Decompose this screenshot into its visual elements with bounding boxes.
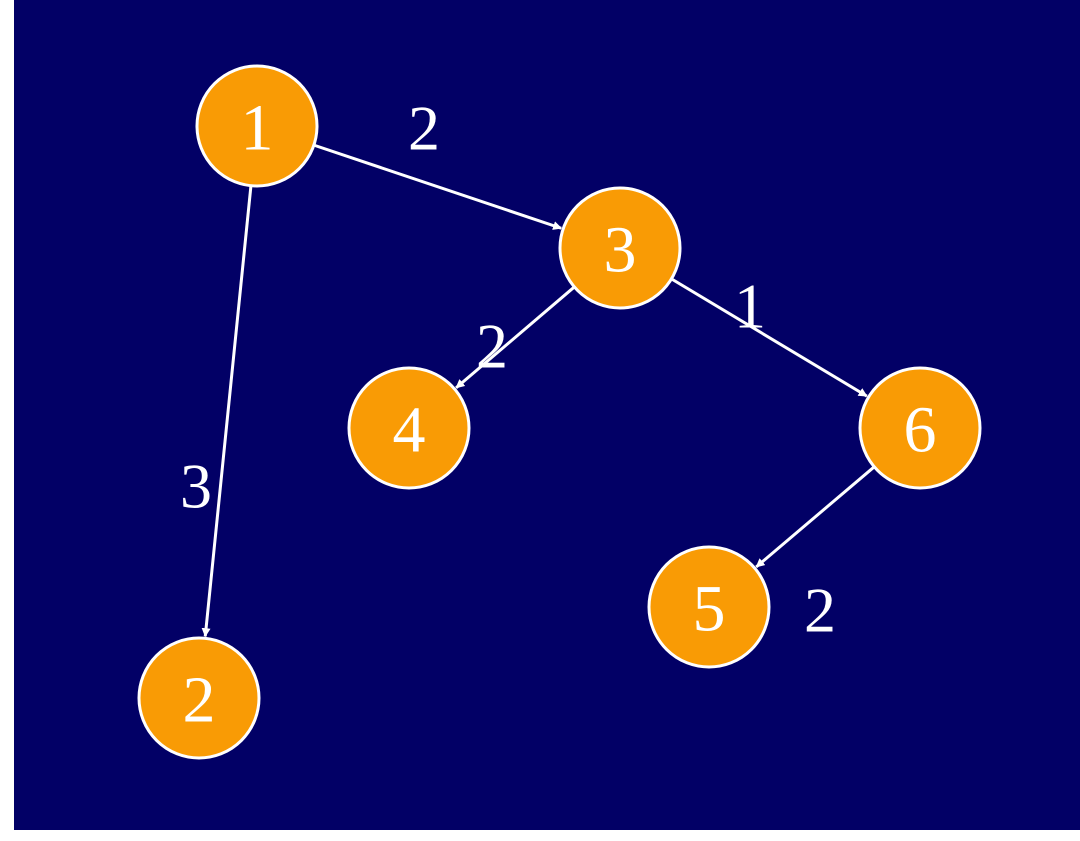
node-circle <box>137 636 261 760</box>
edge-weight-label: 2 <box>804 575 836 646</box>
node-label: 6 <box>904 394 937 467</box>
nodes-layer: 1 2 3 4 5 6 <box>137 64 982 760</box>
edge-weight-label: 2 <box>408 93 440 164</box>
edge-3-6-arrow <box>670 277 868 398</box>
node-label: 1 <box>241 92 274 165</box>
edge-weight-label: 1 <box>734 271 766 342</box>
node-4: 4 <box>347 366 471 490</box>
node-2: 2 <box>137 636 261 760</box>
edge-weight-label: 2 <box>476 311 508 382</box>
node-label: 2 <box>183 664 216 737</box>
node-circle <box>195 64 319 188</box>
node-circle <box>347 366 471 490</box>
node-3: 3 <box>558 186 682 310</box>
node-circle <box>647 545 771 669</box>
edges-layer <box>201 143 876 638</box>
node-label: 3 <box>604 214 637 287</box>
node-1: 1 <box>195 64 319 188</box>
node-label: 4 <box>393 394 426 467</box>
node-label: 5 <box>693 573 726 646</box>
node-6: 6 <box>858 366 982 490</box>
edge-3-4-arrow <box>455 285 576 389</box>
node-circle <box>558 186 682 310</box>
edge-1-2-arrow <box>201 185 253 638</box>
edge-weight-label: 3 <box>180 451 212 522</box>
node-circle <box>858 366 982 490</box>
edge-1-3-arrow <box>313 143 563 230</box>
node-5: 5 <box>647 545 771 669</box>
edge-labels-layer: 2 3 2 1 2 <box>180 93 836 646</box>
edge-6-5-arrow <box>755 465 876 569</box>
